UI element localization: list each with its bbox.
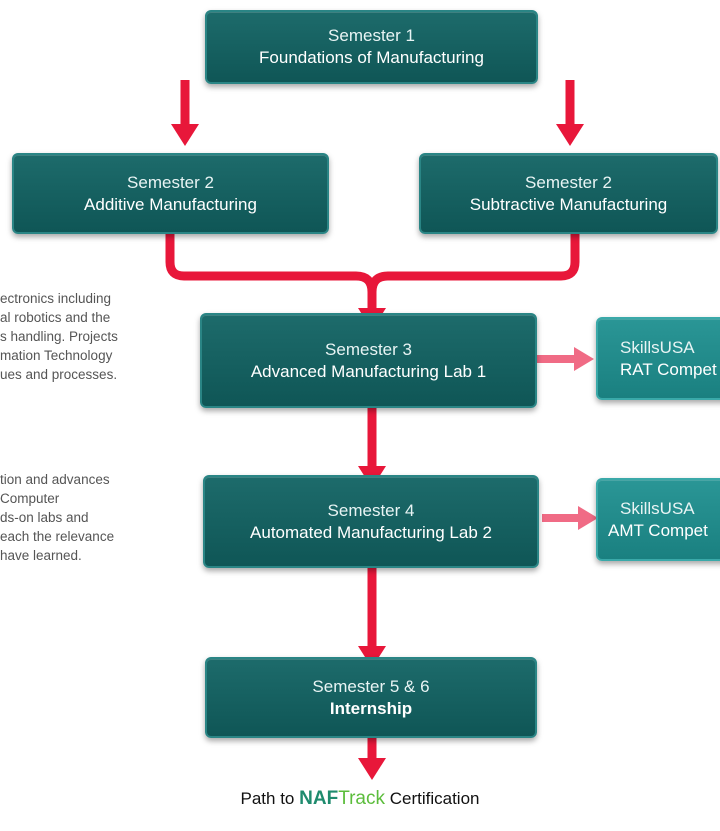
- certification-footer: Path to NAFTrack Certification: [0, 788, 720, 810]
- semester-2-subtractive-box: Semester 2 Subtractive Manufacturing: [419, 153, 718, 234]
- arrowhead: [171, 124, 199, 146]
- description-line: each the relevance: [0, 529, 115, 544]
- semester-5-6-box: Semester 5 & 6 Internship: [205, 657, 537, 738]
- side-arrowhead: [574, 347, 594, 371]
- merge-connector: [165, 232, 580, 312]
- side-arrow-shaft: [536, 355, 576, 363]
- box-semester-label: Semester 2: [127, 172, 214, 192]
- box-course-title: Foundations of Manufacturing: [259, 48, 484, 67]
- description-text-2: tion and advances Computer ds-on labs an…: [0, 470, 114, 565]
- box-semester-label: Semester 4: [327, 500, 415, 520]
- arrowhead: [358, 758, 386, 780]
- box-semester-label: Semester 3: [325, 339, 412, 359]
- description-line: ectronics including: [0, 291, 112, 306]
- description-line: al robotics and the: [0, 310, 111, 325]
- box-semester-label: Semester 2: [525, 172, 612, 192]
- arrowhead: [556, 124, 584, 146]
- side-arrowhead: [578, 506, 598, 530]
- description-line: have learned.: [0, 548, 82, 563]
- semester-2-additive-box: Semester 2 Additive Manufacturing: [12, 153, 329, 234]
- box-semester-label: SkillsUSA: [620, 498, 695, 518]
- footer-suffix: Certification: [389, 789, 480, 808]
- description-text-1: ectronics including al robotics and the …: [0, 289, 118, 384]
- description-line: mation Technology: [0, 348, 113, 363]
- box-course-title: AMT Compet: [608, 520, 708, 540]
- semester-4-box: Semester 4 Automated Manufacturing Lab 2: [203, 475, 539, 568]
- semester-3-box: Semester 3 Advanced Manufacturing Lab 1: [200, 313, 537, 408]
- description-line: tion and advances: [0, 472, 110, 487]
- description-line: ues and processes.: [0, 367, 118, 382]
- box-course-title: Internship: [329, 698, 413, 718]
- box-semester-label: Semester 1: [328, 26, 415, 45]
- description-line: Computer: [0, 491, 60, 506]
- box-semester-label: Semester 5 & 6: [312, 676, 430, 696]
- box-course-title: Subtractive Manufacturing: [469, 194, 668, 214]
- naftrack-logo: NAFTrack: [299, 788, 385, 809]
- skillsusa-amt-box: SkillsUSA AMT Compet: [596, 478, 720, 561]
- naf-logo-text: NAF: [299, 788, 339, 809]
- box-semester-label: SkillsUSA: [620, 337, 695, 357]
- box-course-title: Additive Manufacturing: [84, 194, 257, 214]
- description-line: ds-on labs and: [0, 510, 89, 525]
- description-line: s handling. Projects: [0, 329, 118, 344]
- skillsusa-rat-box: SkillsUSA RAT Compet: [596, 317, 720, 400]
- footer-prefix: Path to: [240, 789, 295, 808]
- box-course-title: Advanced Manufacturing Lab 1: [250, 361, 487, 381]
- box-course-title: Automated Manufacturing Lab 2: [250, 522, 492, 542]
- side-arrow-shaft: [542, 514, 580, 522]
- box-course-title: RAT Compet: [620, 359, 717, 379]
- track-logo-text: Track: [338, 788, 385, 809]
- semester-1-box: Semester 1 Foundations of Manufacturing: [205, 10, 538, 84]
